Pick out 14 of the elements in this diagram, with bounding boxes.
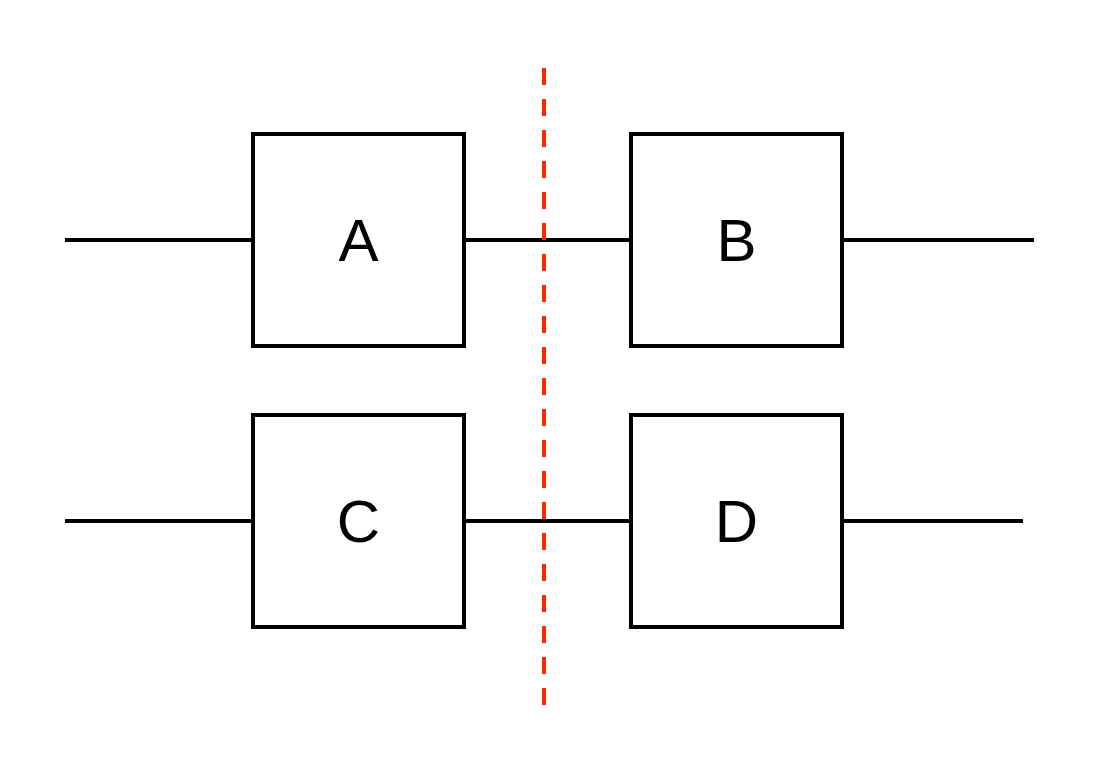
box-label: A	[338, 205, 379, 275]
connector-line	[65, 519, 251, 523]
connector-line	[844, 238, 1034, 242]
connector-line	[844, 519, 1023, 523]
box-label: D	[714, 486, 759, 556]
process-box	[251, 413, 466, 629]
process-box	[629, 132, 844, 348]
box-label: C	[336, 486, 381, 556]
connector-line	[65, 238, 251, 242]
connector-line	[466, 519, 629, 523]
process-box	[629, 413, 844, 629]
connector-line	[466, 238, 629, 242]
box-label: B	[716, 205, 757, 275]
process-box	[251, 132, 466, 348]
